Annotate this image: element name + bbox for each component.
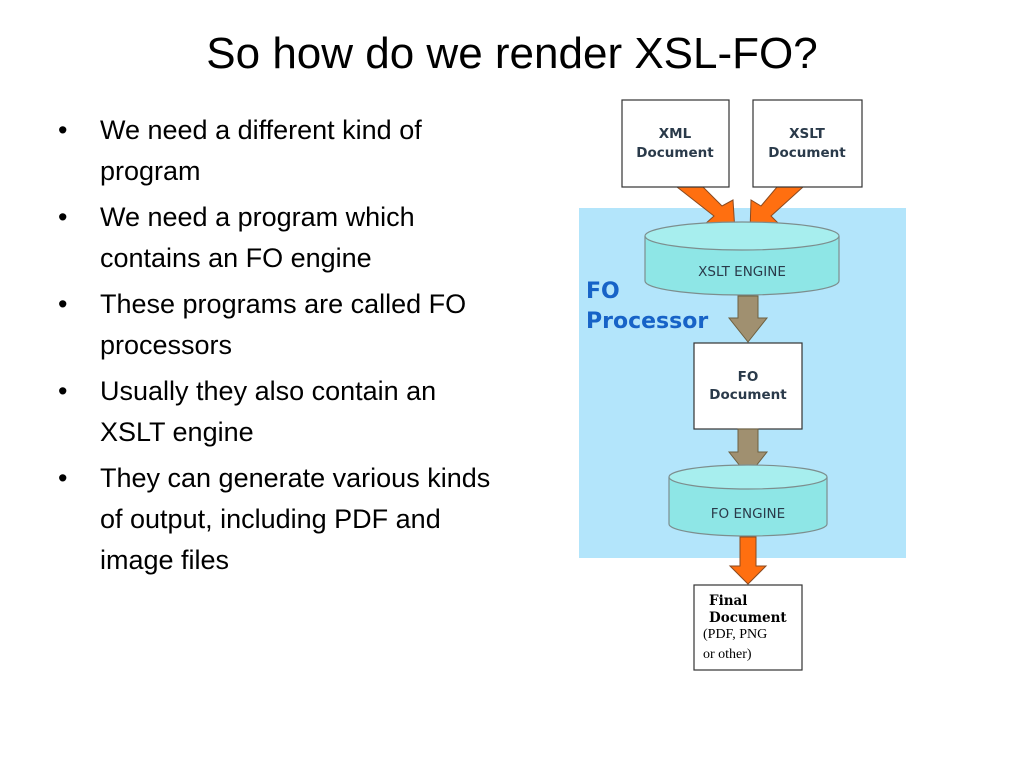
bullet-dot: • <box>58 289 68 319</box>
bullet-text: We need a different kind of program <box>100 115 422 186</box>
final-document-label-line3: (PDF, PNG <box>703 627 767 642</box>
xslt-document-box <box>752 99 863 188</box>
fo-document-label-line1: FO <box>738 369 759 385</box>
final-document-label-line2: Document <box>709 610 787 626</box>
final-document-label-line1: Final <box>709 593 747 609</box>
bullet-item: • We need a program which contains an FO … <box>58 197 498 279</box>
bullet-item: • We need a different kind of program <box>58 110 498 192</box>
bullet-dot: • <box>58 115 68 145</box>
fo-engine-cylinder <box>668 464 828 537</box>
bullet-dot: • <box>58 376 68 406</box>
bullet-item: • These programs are called FO processors <box>58 284 498 366</box>
xslt-document-label-line1: XSLT <box>789 126 825 142</box>
xml-document-box <box>621 99 730 188</box>
bullet-text: They can generate various kinds of outpu… <box>100 463 491 575</box>
final-document-label-line4: or other) <box>703 647 752 662</box>
bullet-text: Usually they also contain an XSLT engine <box>100 376 437 447</box>
fo-document-to-engine-arrow <box>727 428 769 477</box>
fo-document-label-line2: Document <box>709 387 787 403</box>
bullet-list: • We need a different kind of program • We… <box>58 110 498 586</box>
xslt-engine-cylinder <box>644 221 840 296</box>
xslt-document-label-line2: Document <box>768 145 846 161</box>
fo-engine-label: FO ENGINE <box>711 506 785 522</box>
slide-title: So how do we render XSL-FO? <box>206 29 818 78</box>
fo-document-box <box>693 342 803 430</box>
xslt-engine-label: XSLT ENGINE <box>698 264 786 280</box>
bullet-item: • Usually they also contain an XSLT engin… <box>58 371 498 453</box>
bullet-text: We need a program which contains an FO e… <box>100 202 415 273</box>
xml-document-label-line1: XML <box>659 126 692 142</box>
bullet-dot: • <box>58 202 68 232</box>
fo-processor-label-line1: FO <box>586 279 620 304</box>
engine-to-fo-document-arrow <box>727 295 769 343</box>
xml-to-engine-arrow <box>675 186 736 233</box>
bullet-text: These programs are called FO processors <box>100 289 467 360</box>
bullet-item: • They can generate various kinds of outp… <box>58 458 498 581</box>
xml-document-label-line2: Document <box>636 145 714 161</box>
final-document-box <box>693 584 803 671</box>
bullet-dot: • <box>58 463 68 493</box>
fo-processor-label-line2: Processor <box>586 309 708 334</box>
engine-to-final-document-arrow <box>728 536 768 585</box>
xslt-to-engine-arrow <box>749 186 805 233</box>
